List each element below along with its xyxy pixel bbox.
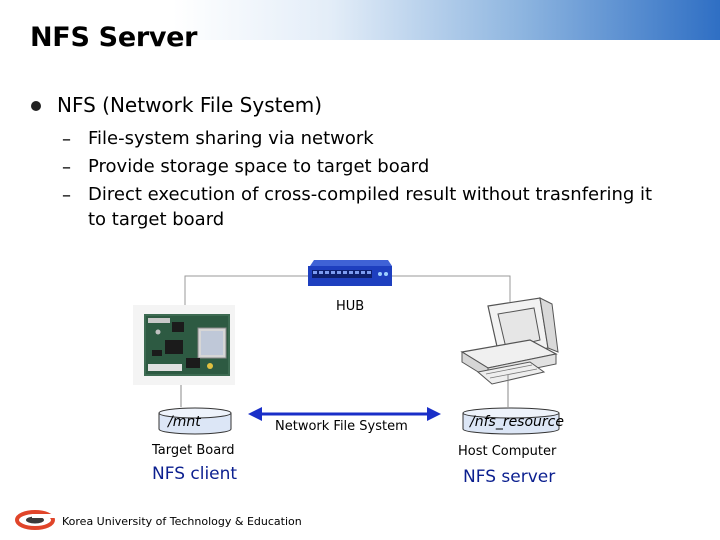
dash-icon: – — [62, 129, 71, 150]
sub-item-1: File-system sharing via network — [88, 128, 374, 149]
mnt-storage-icon — [158, 407, 232, 435]
hub-label: HUB — [336, 299, 365, 314]
nfs-client-label: NFS client — [152, 464, 238, 484]
link-line-right — [390, 275, 511, 302]
target-board-label: Target Board — [152, 443, 235, 458]
client-dir-label: /mnt — [168, 414, 201, 430]
server-dir-label: /nfs_resource — [470, 414, 564, 430]
hub-icon — [308, 260, 392, 286]
header-bar — [0, 0, 720, 40]
nfs-server-label: NFS server — [463, 467, 556, 487]
sub-item-3: Direct execution of cross-compiled resul… — [88, 184, 653, 205]
host-computer-icon — [460, 297, 559, 385]
dash-icon: – — [62, 157, 71, 178]
link-line-left — [184, 275, 308, 305]
host-computer-label: Host Computer — [458, 444, 557, 459]
nfs-resource-storage-icon — [462, 407, 560, 435]
sub-item-3-cont: to target board — [88, 209, 225, 230]
nfs-link-arrow-icon — [248, 407, 441, 421]
university-logo-icon — [15, 510, 56, 530]
slide-title: NFS Server — [30, 22, 198, 53]
target-board-icon — [133, 305, 235, 385]
dash-icon: – — [62, 185, 71, 206]
sub-item-2: Provide storage space to target board — [88, 156, 430, 177]
bullet-text: NFS (Network File System) — [57, 93, 323, 117]
bullet-icon — [31, 101, 41, 111]
link-label: Network File System — [275, 419, 408, 434]
footer-text: Korea University of Technology & Educati… — [62, 515, 302, 528]
